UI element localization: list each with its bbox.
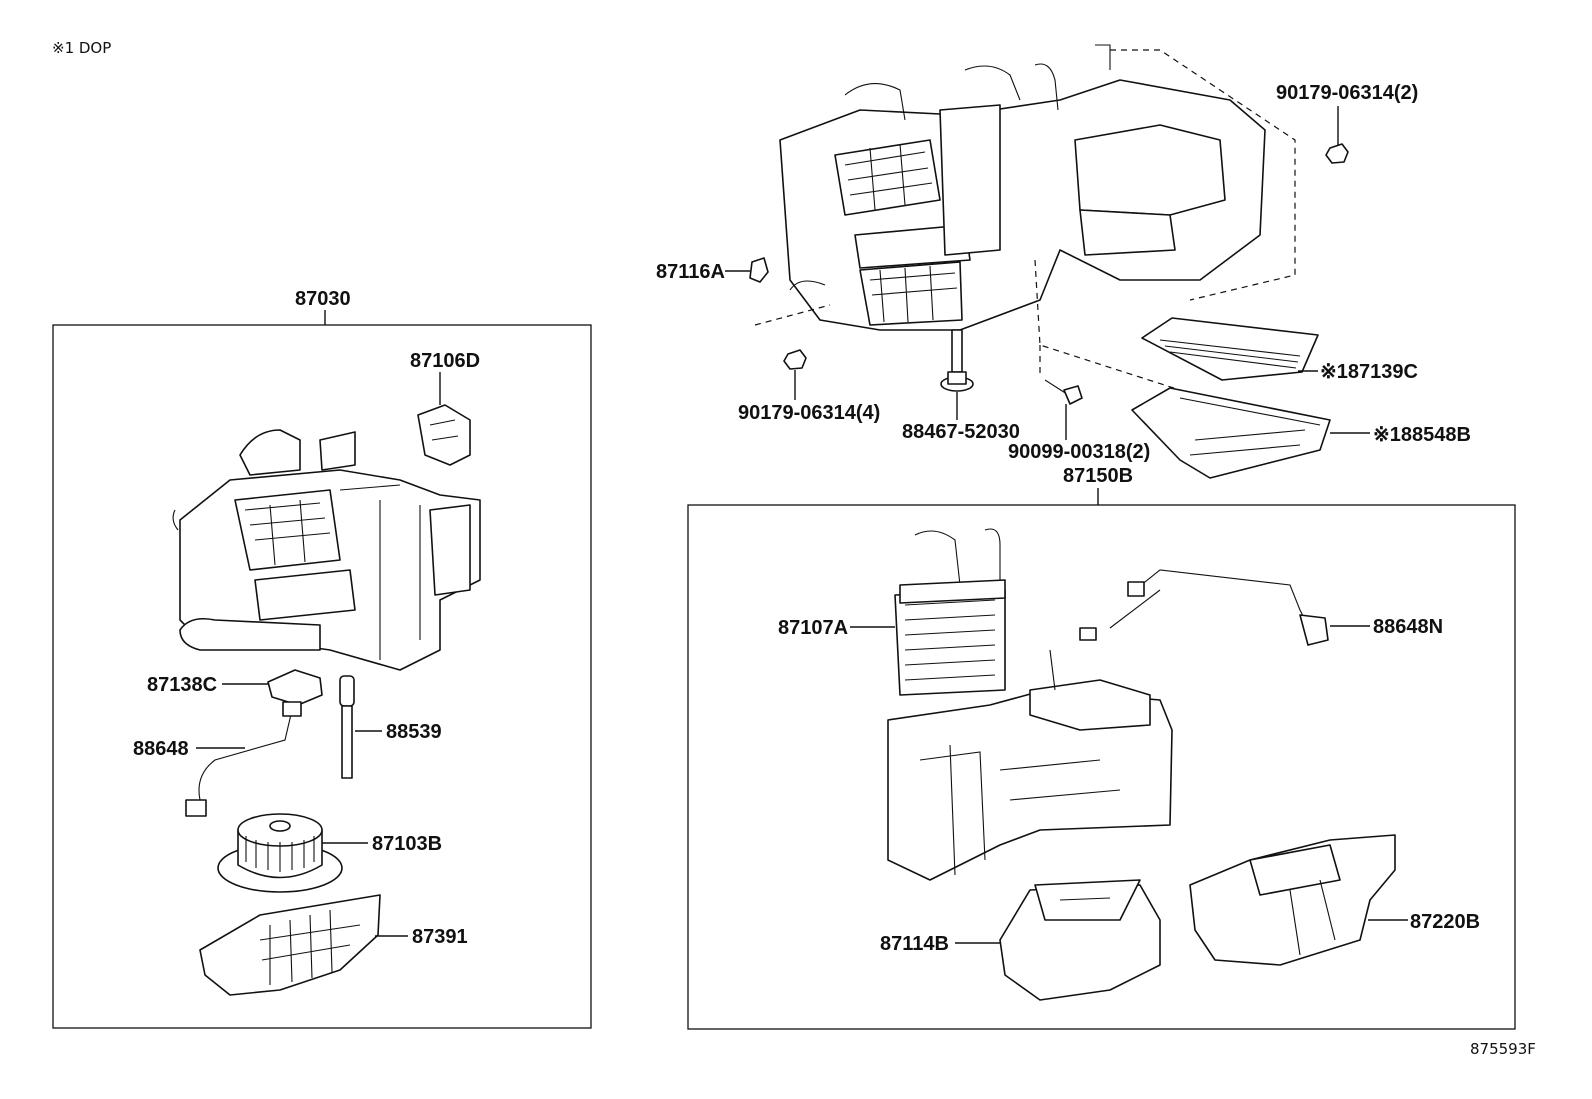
label-88539[interactable]: 88539 [386,721,442,743]
part-87220B [1189,834,1396,966]
part-87114B [999,879,1161,1001]
part-87138C [267,669,323,706]
label-87150B[interactable]: 87150B [1063,465,1133,487]
label-87107A[interactable]: 87107A [778,617,848,639]
group-box-87150B [687,504,1516,1030]
label-88648N[interactable]: 88648N [1373,616,1443,638]
label-87103B[interactable]: 87103B [372,833,442,855]
label-87138C[interactable]: 87138C [147,674,217,696]
label-87220B[interactable]: 87220B [1410,911,1480,933]
label-87114B[interactable]: 87114B [880,933,949,955]
part-87116A [749,257,769,283]
part-90179-06314-4-nut [783,349,807,370]
label-87116A[interactable]: 87116A [656,261,725,283]
label-88548B[interactable]: ※188548B [1373,424,1471,446]
label-90179-06314-2[interactable]: 90179-06314(2) [1276,82,1418,104]
label-87139C[interactable]: ※187139C [1320,361,1418,383]
part-87106D [417,404,471,466]
part-88539 [339,675,355,779]
label-90179-06314-4[interactable]: 90179-06314(4) [738,402,880,424]
heater-unit-assembly [172,429,481,671]
part-88648N-harness [1079,569,1329,646]
part-90099-00318-2-screw [1044,379,1083,405]
diagram-code: 875593F [1470,1040,1536,1058]
label-87030[interactable]: 87030 [295,288,351,310]
part-87103B [217,813,343,893]
part-90179-06314-2-nut [1325,143,1349,164]
part-88548B-case [1131,387,1331,479]
part-87391 [199,894,381,996]
hvac-case-lower [887,649,1173,881]
part-87139C-filter [1141,317,1319,381]
group-box-87030 [52,324,592,1029]
part-88648 [185,701,302,817]
label-88467-52030[interactable]: 88467-52030 [902,421,1020,443]
label-87391[interactable]: 87391 [412,926,468,948]
label-88648[interactable]: 88648 [133,738,189,760]
label-87106D[interactable]: 87106D [410,350,480,372]
hvac-assembly-top [779,44,1266,331]
dop-note: ※1 DOP [52,39,111,57]
label-90099-00318-2[interactable]: 90099-00318(2) [1008,441,1150,463]
part-87107A-heater-core [894,528,1006,696]
part-88467-52030 [940,329,974,392]
